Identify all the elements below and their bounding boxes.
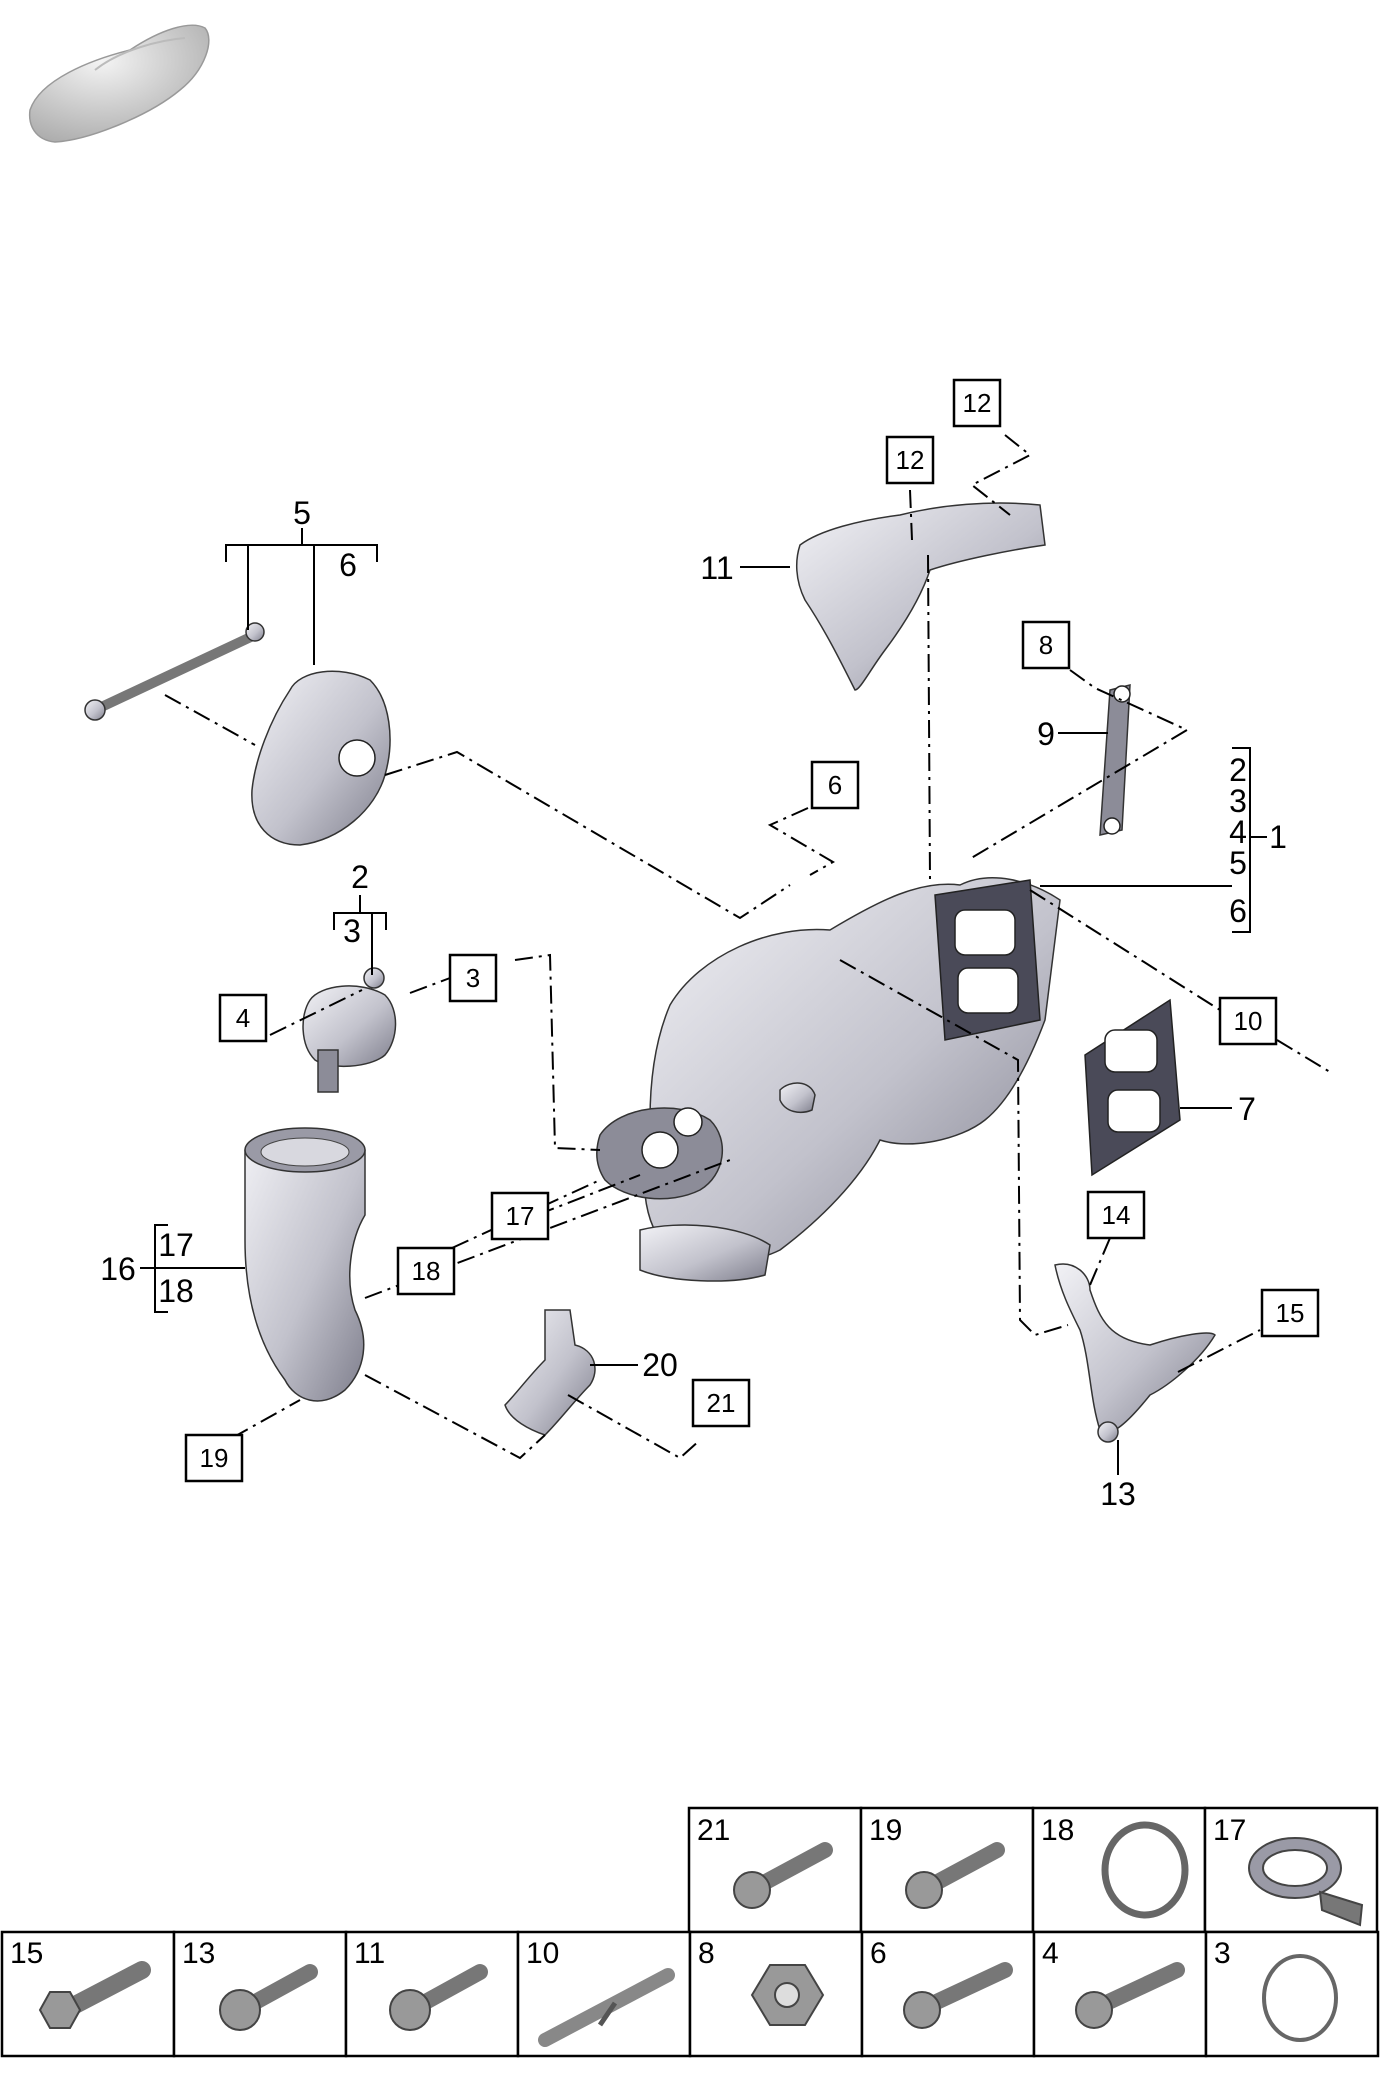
svg-text:17: 17 [506,1201,535,1231]
svg-text:21: 21 [697,1814,730,1847]
svg-text:8: 8 [1039,630,1053,660]
group1-item: 2 [1229,752,1247,788]
boxed-callout-12-top: 12 [952,378,1002,428]
group1-item: 6 [1229,893,1247,929]
svg-text:12: 12 [963,388,992,418]
flange-gasket-part [934,879,1041,1041]
boxed-callout-8: 8 [1021,620,1071,670]
boxed-callout-15: 15 [1260,1288,1320,1338]
callout-20: 20 [642,1347,678,1383]
boxed-callout-12: 12 [885,435,935,485]
callout-1: 1 [1269,819,1287,855]
boxed-callout-19: 19 [184,1433,244,1483]
boxed-callout-4: 4 [218,993,268,1043]
legend-cell: 17 [1203,1806,1379,1934]
svg-text:21: 21 [707,1388,736,1418]
legend-cell: 15 [0,1930,176,2058]
svg-text:10: 10 [526,1937,559,1970]
svg-text:6: 6 [828,770,842,800]
group1-item: 4 [1229,814,1247,850]
heat-shield-part-11 [795,502,1046,691]
callout-7: 7 [1238,1091,1256,1127]
svg-text:6: 6 [870,1937,887,1970]
stud-bolt-icon [538,1968,675,2047]
legend-cell: 11 [344,1930,520,2058]
hex-bolt-icon [38,1961,151,2029]
svg-text:4: 4 [236,1003,250,1033]
svg-text:14: 14 [1102,1200,1131,1230]
svg-text:19: 19 [869,1814,902,1847]
gasket-part-7 [1084,998,1181,1177]
svg-text:15: 15 [10,1937,43,1970]
seal-ring-icon [1101,1821,1189,1919]
callout-3-group2: 3 [343,913,361,949]
bolt-icon [1075,1962,1185,2029]
legend-cell: 4 [1032,1930,1208,2058]
legend-cell: 21 [687,1806,863,1934]
legend-cell: 6 [860,1930,1036,2058]
leader-lines [140,528,1267,1475]
legend-cell: 13 [172,1930,348,2058]
legend-cell: 8 [688,1930,864,2058]
hex-nut-icon [750,1964,825,2026]
legend-cell: 19 [859,1806,1035,1934]
svg-text:18: 18 [412,1256,441,1286]
group16-item: 17 [158,1227,194,1263]
svg-text:3: 3 [1214,1937,1231,1970]
bracket-part-13 [1054,1263,1216,1443]
callout-13: 13 [1100,1476,1136,1512]
legend-cell: 3 [1204,1930,1380,2058]
elbow-pipe-part-16 [244,1127,366,1402]
svg-text:8: 8 [698,1937,715,1970]
callout-11: 11 [700,550,733,586]
vehicle-thumbnail-icon [28,24,210,143]
wastegate-actuator-part [84,622,391,846]
svg-text:19: 19 [200,1443,229,1473]
svg-text:11: 11 [354,1937,385,1970]
bracket-part-9 [1099,684,1131,836]
legend-cell: 18 [1031,1806,1207,1934]
svg-text:10: 10 [1234,1006,1263,1036]
parts-legend-grid: 21 19 18 17 [0,1806,1380,2058]
boxed-callout-3: 3 [448,953,498,1003]
boxed-callout-14: 14 [1086,1190,1146,1240]
svg-text:17: 17 [1213,1814,1246,1847]
boxed-callout-6: 6 [810,760,860,810]
clamp-icon [1248,1837,1364,1927]
boxed-callout-21: 21 [691,1378,751,1428]
svg-text:15: 15 [1276,1298,1305,1328]
boxed-callout-10: 10 [1218,996,1278,1046]
legend-cell: 10 [516,1930,692,2058]
bolt-icon [219,1964,318,2031]
svg-text:13: 13 [182,1937,215,1970]
callout-16: 16 [100,1251,136,1287]
group1-item: 3 [1229,783,1247,819]
bolt-icon [389,1964,488,2031]
svg-text:4: 4 [1042,1937,1059,1970]
boxed-callout-18: 18 [396,1246,456,1296]
seal-ring-icon [1262,1954,1338,2042]
callout-2: 2 [351,859,369,895]
svg-text:18: 18 [1041,1814,1074,1847]
dash-dot-lines [164,434,1331,1460]
group16-item: 18 [158,1273,194,1309]
solenoid-valve-part [302,967,397,1093]
group1-item: 5 [1229,845,1247,881]
svg-text:12: 12 [896,445,925,475]
bolt-icon [903,1962,1013,2029]
svg-text:3: 3 [466,963,480,993]
bolt-icon [905,1842,1005,1909]
callout-5: 5 [293,495,311,531]
bolt-icon [733,1842,833,1909]
callout-9: 9 [1037,716,1055,752]
boxed-callout-17: 17 [490,1191,550,1241]
group16-list: 17 18 [158,1227,194,1309]
oil-line-part-20 [504,1309,596,1436]
group1-list: 2 3 4 5 6 [1229,752,1247,929]
callout-6-group5: 6 [339,547,357,583]
